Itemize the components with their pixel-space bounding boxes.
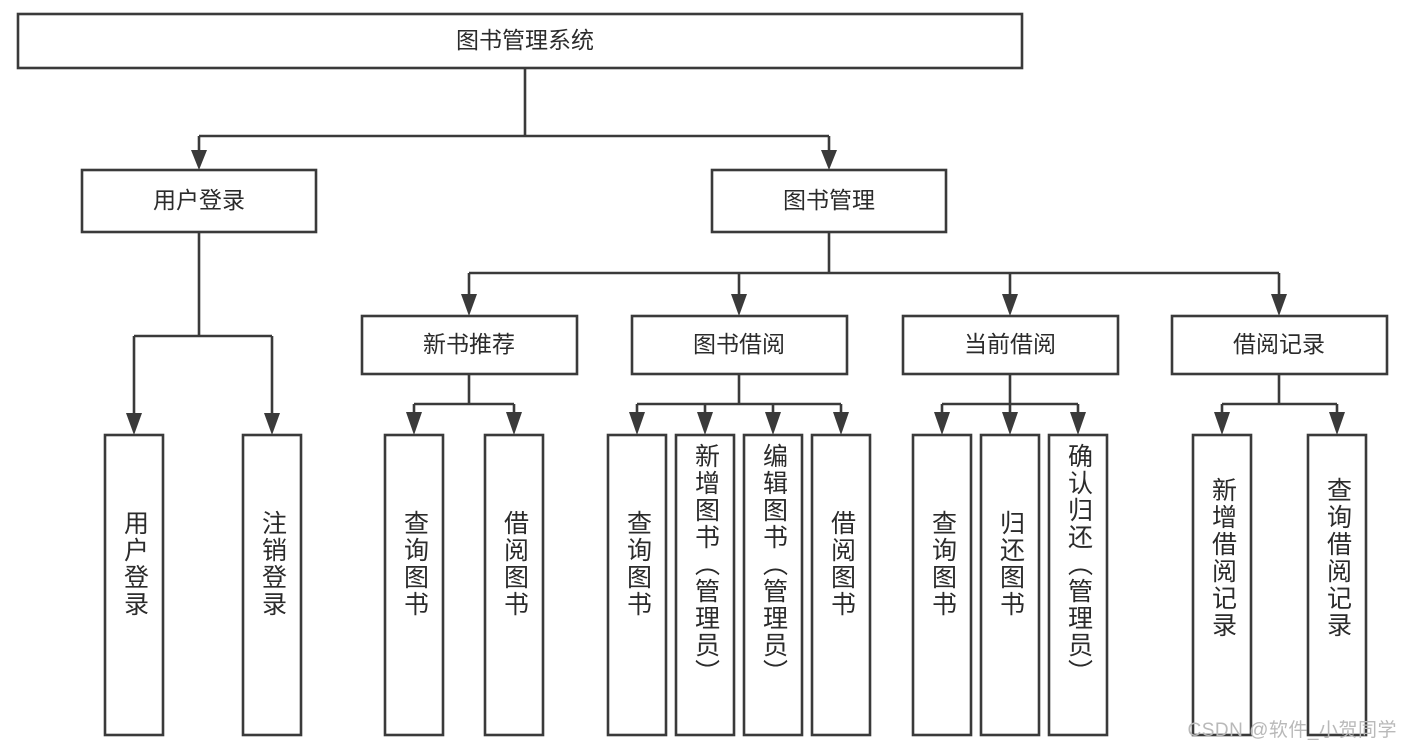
arrow-head-icon	[765, 412, 781, 435]
watermark-text: CSDN @软件_小贺同学	[1187, 720, 1397, 741]
arrow-head-icon	[1271, 294, 1287, 316]
node-user-login-box[interactable]	[80, 168, 318, 234]
arrow-head-icon	[461, 294, 477, 316]
leaf-box-12[interactable]	[1306, 433, 1368, 737]
node-borrow-record-label: 借阅记录	[1233, 331, 1325, 357]
node-root-label: 图书管理系统	[456, 27, 594, 53]
leaf-box-0[interactable]	[103, 433, 165, 737]
arrow-head-icon	[191, 150, 207, 170]
leaf-box-7[interactable]	[810, 433, 872, 737]
leaf-box-9[interactable]	[979, 433, 1041, 737]
leaf-box-6[interactable]	[742, 433, 804, 737]
arrow-head-icon	[833, 412, 849, 435]
node-new-book-recommend-label: 新书推荐	[423, 331, 515, 357]
node-current-borrow[interactable]: 当前借阅	[901, 314, 1120, 376]
arrow-head-icon	[406, 412, 422, 435]
node-current-borrow-box[interactable]	[901, 314, 1120, 376]
arrow-head-icon	[264, 413, 280, 435]
node-root-box[interactable]	[16, 12, 1024, 70]
leaf-layer	[103, 433, 1368, 737]
leaf-box-5[interactable]	[674, 433, 736, 737]
arrow-head-icon	[934, 412, 950, 435]
node-current-borrow-label: 当前借阅	[964, 331, 1056, 357]
arrow-head-icon	[821, 150, 837, 170]
leaf-box-4[interactable]	[606, 433, 668, 737]
arrow-head-icon	[126, 413, 142, 435]
node-root[interactable]: 图书管理系统	[16, 12, 1024, 70]
arrow-head-icon	[1070, 412, 1086, 435]
node-user-login[interactable]: 用户登录	[80, 168, 318, 234]
node-book-management-box[interactable]	[710, 168, 948, 234]
leaf-box-3[interactable]	[483, 433, 545, 737]
arrow-head-icon	[629, 412, 645, 435]
node-book-borrow[interactable]: 图书借阅	[630, 314, 849, 376]
node-book-borrow-label: 图书借阅	[693, 331, 785, 357]
leaf-box-8[interactable]	[911, 433, 973, 737]
node-book-management-label: 图书管理	[783, 187, 875, 213]
arrow-head-icon	[1002, 294, 1018, 316]
leaf-box-11[interactable]	[1191, 433, 1253, 737]
node-borrow-record[interactable]: 借阅记录	[1170, 314, 1389, 376]
connector-layer	[126, 68, 1345, 435]
arrow-head-icon	[506, 412, 522, 435]
leaf-box-10[interactable]	[1047, 433, 1109, 737]
node-book-borrow-box[interactable]	[630, 314, 849, 376]
node-new-book-recommend-box[interactable]	[360, 314, 579, 376]
node-book-management[interactable]: 图书管理	[710, 168, 948, 234]
node-new-book-recommend[interactable]: 新书推荐	[360, 314, 579, 376]
node-user-login-label: 用户登录	[153, 187, 245, 213]
arrow-head-icon	[1329, 412, 1345, 435]
node-borrow-record-box[interactable]	[1170, 314, 1389, 376]
leaf-box-2[interactable]	[383, 433, 445, 737]
arrow-head-icon	[1214, 412, 1230, 435]
arrow-head-icon	[731, 294, 747, 316]
leaf-box-1[interactable]	[241, 433, 303, 737]
arrow-head-icon	[1002, 412, 1018, 435]
arrow-head-icon	[697, 412, 713, 435]
